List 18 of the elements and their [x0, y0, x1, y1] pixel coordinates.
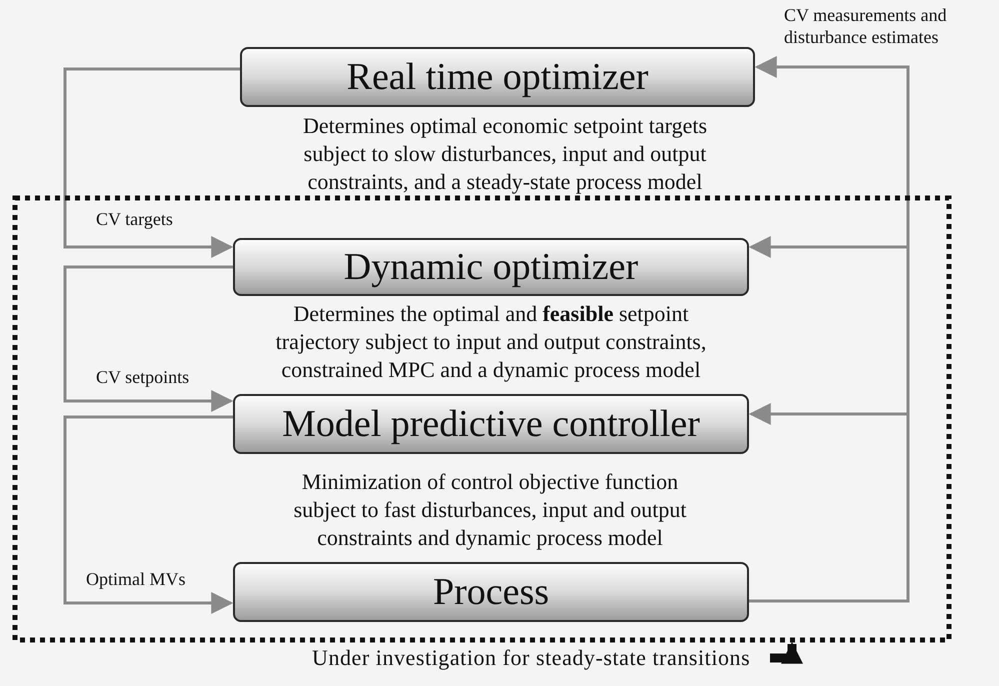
description-text: Determines the optimal and feasible setpoint trajectory subject to input and output constraints, constrained MPC and a dynamic process model	[274, 300, 708, 384]
description-text: Minimization of control objective function subject to fast disturbances, input and output constraints and dynamic process model	[292, 468, 688, 552]
process-box	[240, 47, 755, 107]
arrow	[748, 403, 910, 602]
arrow	[64, 68, 240, 258]
dotted-boundary	[12, 195, 952, 643]
description-text: Determines optimal economic setpoint targets subject to slow disturbances, input and output constraints, and a steady-state process model	[302, 112, 708, 196]
caption-text: Under investigation for steady-state transitions	[312, 645, 770, 671]
box-title: Model predictive controller	[282, 402, 700, 446]
box-title: Dynamic optimizer	[344, 245, 638, 289]
arrow	[770, 642, 803, 664]
arrow	[64, 266, 234, 412]
process-box	[233, 238, 749, 296]
process-box	[233, 562, 749, 622]
box-title: Real time optimizer	[346, 55, 648, 99]
box-title: Process	[432, 570, 550, 614]
process-box	[233, 394, 749, 454]
arrow	[64, 416, 234, 614]
